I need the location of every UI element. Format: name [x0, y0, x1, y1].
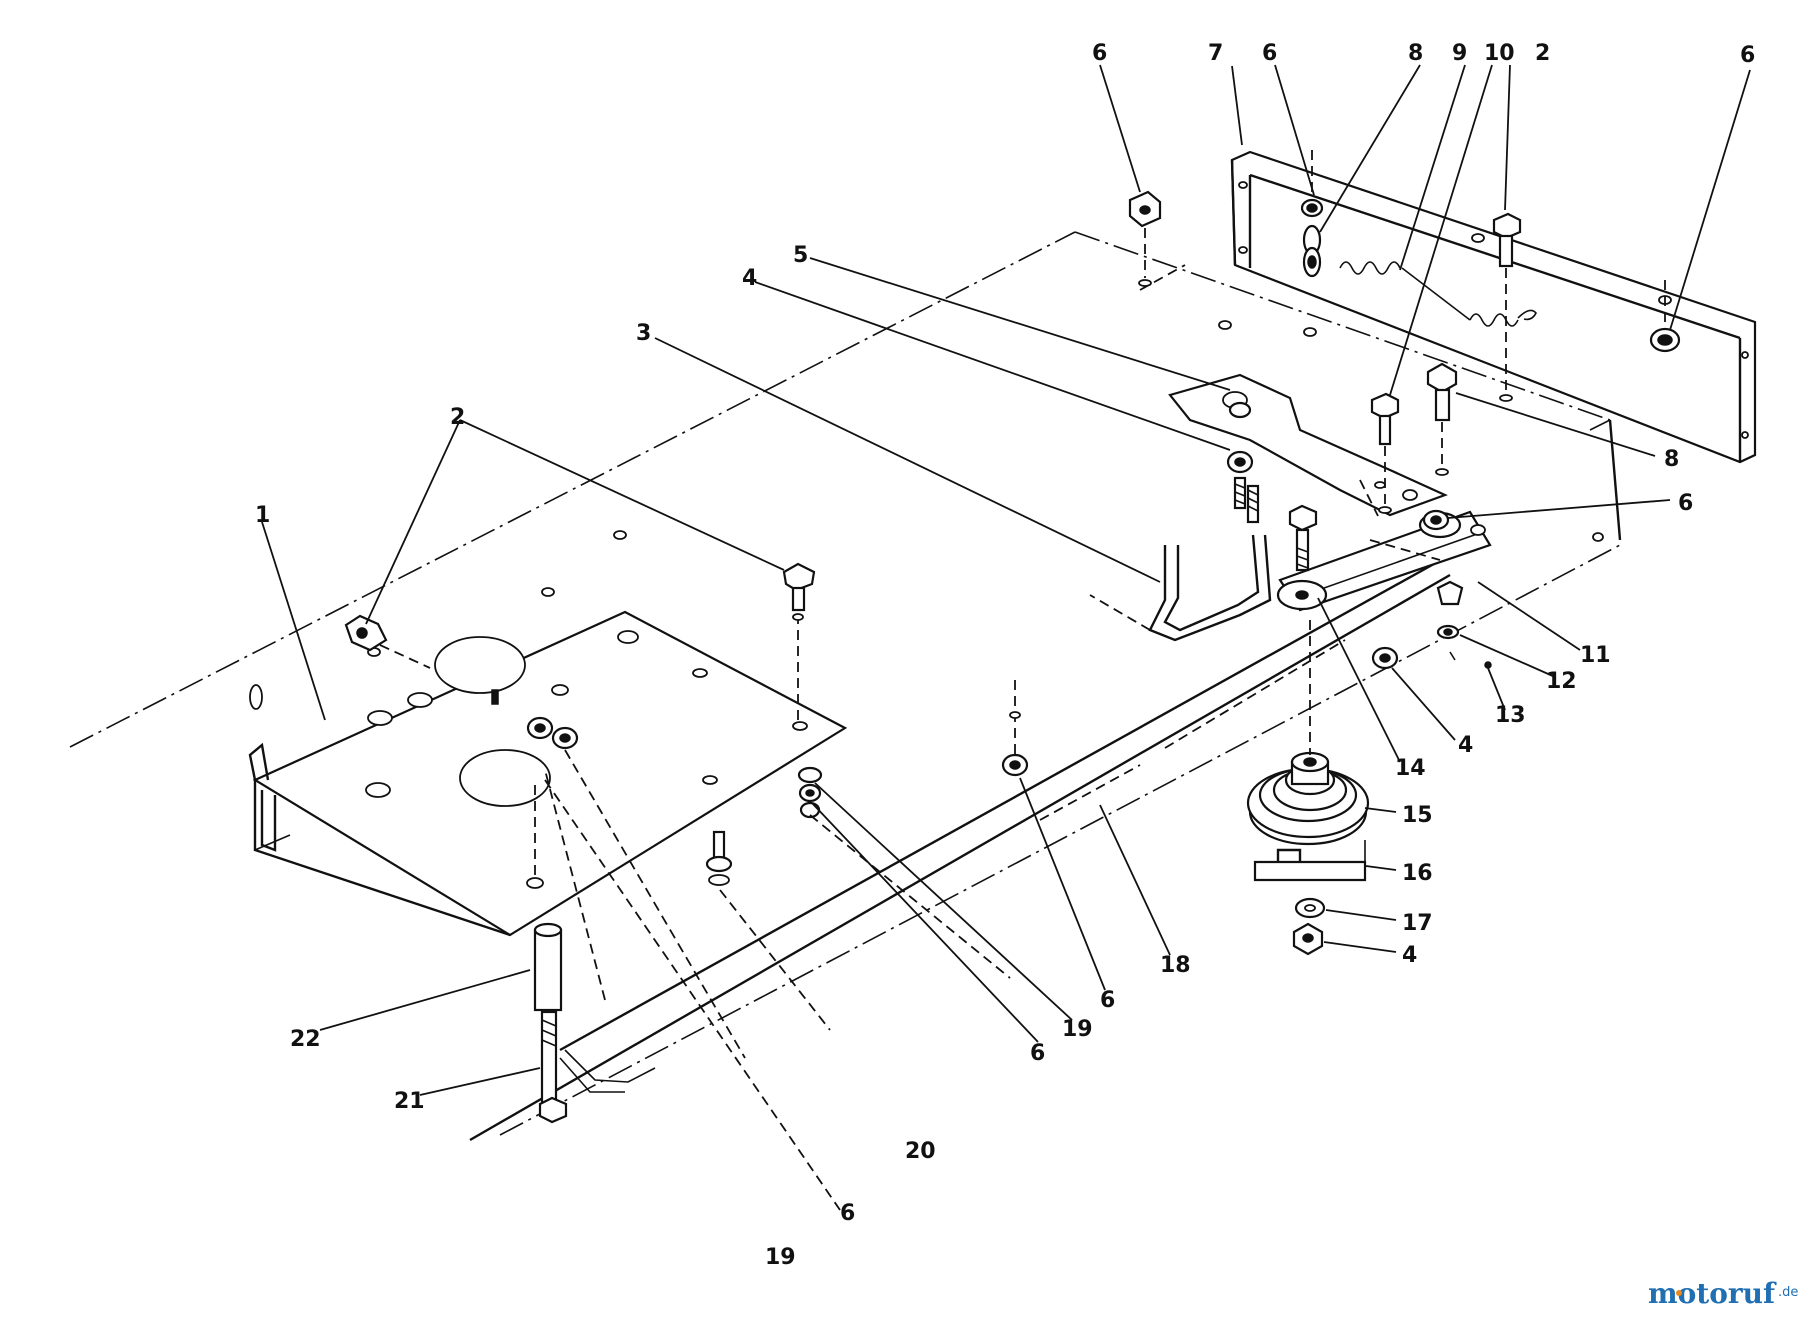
callout-19-mid: 19 [1062, 1017, 1093, 1042]
callout-3: 3 [636, 321, 651, 346]
rear-channel [1230, 150, 1757, 464]
pulley-assembly [1246, 620, 1370, 882]
callout-6-lower: 6 [1030, 1041, 1045, 1066]
callout-17: 17 [1402, 911, 1433, 936]
callout-4-bottom: 4 [1402, 943, 1417, 968]
callout-2-top: 2 [1535, 41, 1550, 66]
callout-22: 22 [290, 1027, 321, 1052]
callout-6-lower-mid: 6 [1100, 988, 1115, 1013]
callout-5: 5 [793, 243, 808, 268]
spring [1302, 224, 1537, 327]
callout-19-bottom: 19 [765, 1245, 796, 1270]
watermark-brand: motoruf [1648, 1277, 1777, 1310]
alignment-lines [544, 479, 1441, 1211]
callout-14: 14 [1395, 756, 1426, 781]
callout-8-top: 8 [1408, 41, 1423, 66]
mid-bracket [1168, 373, 1448, 517]
bracket-plate [248, 610, 848, 937]
j-rod [1089, 484, 1272, 642]
motoruf-watermark: motoruf .de [1648, 1277, 1798, 1310]
callout-18: 18 [1160, 953, 1191, 978]
callouts: 1 2 3 4 5 6 7 6 8 9 10 2 6 8 6 11 12 13 … [255, 41, 1755, 1270]
callout-15: 15 [1402, 803, 1433, 828]
callout-7: 7 [1208, 41, 1223, 66]
callout-8-right: 8 [1664, 447, 1679, 472]
callout-6-top-right: 6 [1740, 43, 1755, 68]
callout-9: 9 [1452, 41, 1467, 66]
callout-2-left: 2 [450, 405, 465, 430]
watermark-accent-dot [1676, 1290, 1682, 1296]
callout-11: 11 [1580, 643, 1611, 668]
callout-13: 13 [1495, 703, 1526, 728]
callout-21: 21 [394, 1089, 425, 1114]
callout-6-top-mid: 6 [1262, 41, 1277, 66]
idler-rod [469, 553, 1451, 1142]
leader-lines [261, 64, 1751, 1096]
callout-10: 10 [1484, 41, 1515, 66]
watermark-suffix: .de [1778, 1285, 1798, 1300]
callout-4-mid: 4 [1458, 733, 1473, 758]
callout-1: 1 [255, 503, 270, 528]
callout-6-bottom: 6 [840, 1201, 855, 1226]
hardware [344, 150, 1681, 1124]
callout-4-top: 4 [742, 266, 757, 291]
callout-6-right: 6 [1678, 491, 1693, 516]
callout-16: 16 [1402, 861, 1433, 886]
idler-arm [1276, 510, 1492, 612]
deck-plate [69, 231, 1622, 1136]
callout-20: 20 [905, 1139, 936, 1164]
callout-6-top-left: 6 [1092, 41, 1107, 66]
callout-12: 12 [1546, 669, 1577, 694]
